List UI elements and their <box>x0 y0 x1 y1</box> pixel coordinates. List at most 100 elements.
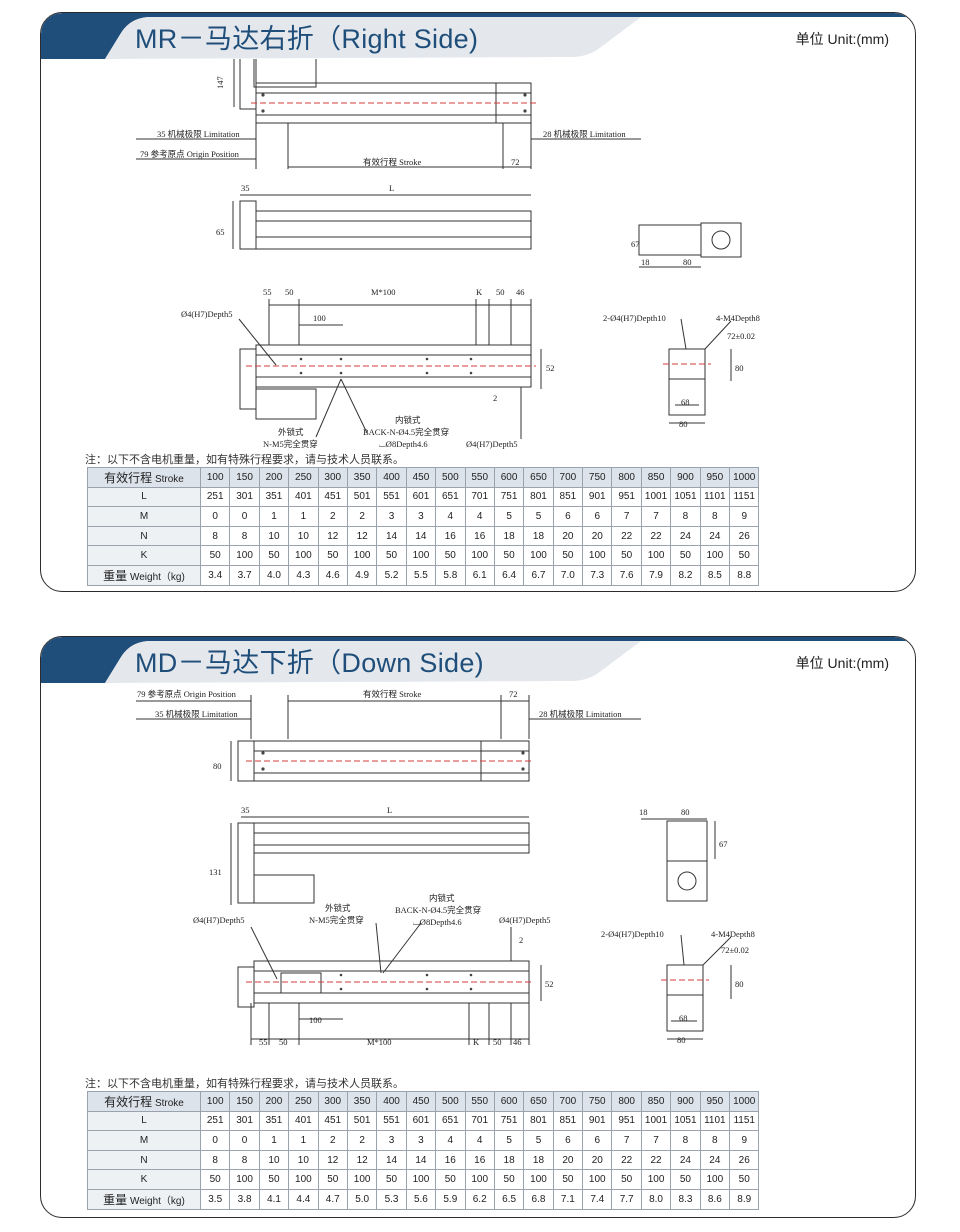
dim-46: 46 <box>513 1037 522 1047</box>
table-cell: 16 <box>435 1149 466 1171</box>
dim-18: 18 <box>641 257 650 267</box>
hole-label-1: Ø4(H7)Depth5 <box>193 915 244 925</box>
table-cell: 600 <box>493 1091 525 1112</box>
dim-stroke: 有效行程 Stroke <box>363 689 422 699</box>
table-cell: 50 <box>317 545 348 566</box>
table-cell: 100 <box>699 545 731 566</box>
table-cell: 4.3 <box>288 564 319 586</box>
dim-52: 52 <box>545 979 554 989</box>
table-cell: 401 <box>288 1110 319 1132</box>
table-cell: 451 <box>317 1110 348 1132</box>
header-banner <box>41 637 915 683</box>
table-cell: 651 <box>435 486 466 508</box>
table-cell: 1 <box>258 506 290 527</box>
dim-65: 65 <box>216 227 225 237</box>
table-cell: 7.0 <box>552 564 584 586</box>
table-cell: 100 <box>464 545 495 566</box>
table-cell: 50 <box>552 545 584 566</box>
stroke-header: 有效行程 Stroke <box>87 1091 201 1112</box>
table-cell: 8.5 <box>699 564 731 586</box>
table-cell: 8.9 <box>729 1188 760 1210</box>
table-cell: 6 <box>552 1130 584 1151</box>
dim-50b: 50 <box>493 1037 502 1047</box>
inner-lock-depth: ⌴Ø8Depth4.6 <box>413 917 462 927</box>
table-cell: 50 <box>611 1169 642 1190</box>
inner-lock-depth: ⌴Ø8Depth4.6 <box>379 439 428 449</box>
table-cell: 300 <box>317 1091 348 1112</box>
table-cell: 18 <box>493 525 525 547</box>
table-cell: 50 <box>611 545 642 566</box>
table-cell: 5 <box>493 1130 525 1151</box>
dim-L: L <box>387 805 392 815</box>
table-cell: 1 <box>288 506 319 527</box>
table-cell: 24 <box>699 1149 731 1171</box>
table-cell: 800 <box>611 1091 642 1112</box>
table-cell: 100 <box>582 1169 613 1190</box>
row-label: N <box>87 1149 201 1171</box>
dim-50b: 50 <box>496 287 505 297</box>
table-cell: 7.9 <box>640 564 672 586</box>
dim-35: 35 <box>241 805 250 815</box>
table-cell: 16 <box>464 1149 495 1171</box>
table-cell: 7 <box>640 506 672 527</box>
table-cell: 10 <box>258 525 290 547</box>
dim-72: 72 <box>509 689 518 699</box>
table-cell: 50 <box>317 1169 348 1190</box>
side-dim-80-right: 80 <box>735 979 744 989</box>
side-dim-68: 68 <box>681 397 690 407</box>
table-cell: 18 <box>493 1149 525 1171</box>
table-cell: 100 <box>229 545 260 566</box>
table-cell: 8 <box>699 1130 731 1151</box>
table-cell: 8 <box>199 525 231 547</box>
table-cell: 4.6 <box>317 564 348 586</box>
outer-lock-spec: N-M5完全贯穿 <box>263 439 318 449</box>
table-cell: 850 <box>640 467 672 488</box>
table-cell: 301 <box>229 1110 260 1132</box>
table-cell: 50 <box>552 1169 584 1190</box>
table-cell: 14 <box>405 1149 437 1171</box>
table-cell: 251 <box>199 486 231 508</box>
table-cell: 10 <box>288 525 319 547</box>
mr-drawing: 147 35 机械极限 Limitation 28 机械极限 Limitatio… <box>136 59 760 449</box>
table-cell: 3 <box>405 1130 437 1151</box>
table-cell: 50 <box>493 1169 525 1190</box>
inner-lock-spec: BACK-N-Ø4.5完全贯穿 <box>363 427 449 437</box>
dim-80b: 80 <box>681 807 690 817</box>
table-cell: 200 <box>258 467 290 488</box>
table-cell: 651 <box>435 1110 466 1132</box>
hole-label-1: Ø4(H7)Depth5 <box>181 309 232 319</box>
table-cell: 7 <box>611 506 642 527</box>
table-cell: 12 <box>317 525 348 547</box>
table-cell: 801 <box>523 486 554 508</box>
table-cell: 5.0 <box>346 1188 378 1210</box>
table-cell: 650 <box>523 467 554 488</box>
table-cell: 600 <box>493 467 525 488</box>
table-cell: 24 <box>670 525 701 547</box>
table-cell: 8 <box>229 1149 260 1171</box>
table-cell: 50 <box>258 1169 290 1190</box>
table-cell: 701 <box>464 1110 495 1132</box>
table-cell: 20 <box>552 525 584 547</box>
table-cell: 1101 <box>699 486 731 508</box>
table-cell: 8.6 <box>699 1188 731 1210</box>
dim-limit-28: 28 机械极限 Limitation <box>543 129 626 139</box>
table-cell: 5 <box>493 506 525 527</box>
table-cell: 501 <box>346 486 378 508</box>
table-cell: 0 <box>229 506 260 527</box>
unit-label: 单位 Unit:(mm) <box>795 655 889 671</box>
table-cell: 951 <box>611 1110 642 1132</box>
table-cell: 16 <box>464 525 495 547</box>
table-cell: 50 <box>670 1169 701 1190</box>
side-dim-80-bottom: 80 <box>677 1035 686 1045</box>
section-md: MD－马达下折（Down Side) 单位 Unit:(mm) <box>40 636 916 1218</box>
side-thread-label: 4-M4Depth8 <box>716 313 760 323</box>
table-cell: 26 <box>729 1149 760 1171</box>
dim-80: 80 <box>213 761 222 771</box>
table-cell: 750 <box>582 467 613 488</box>
table-cell: 2 <box>317 506 348 527</box>
